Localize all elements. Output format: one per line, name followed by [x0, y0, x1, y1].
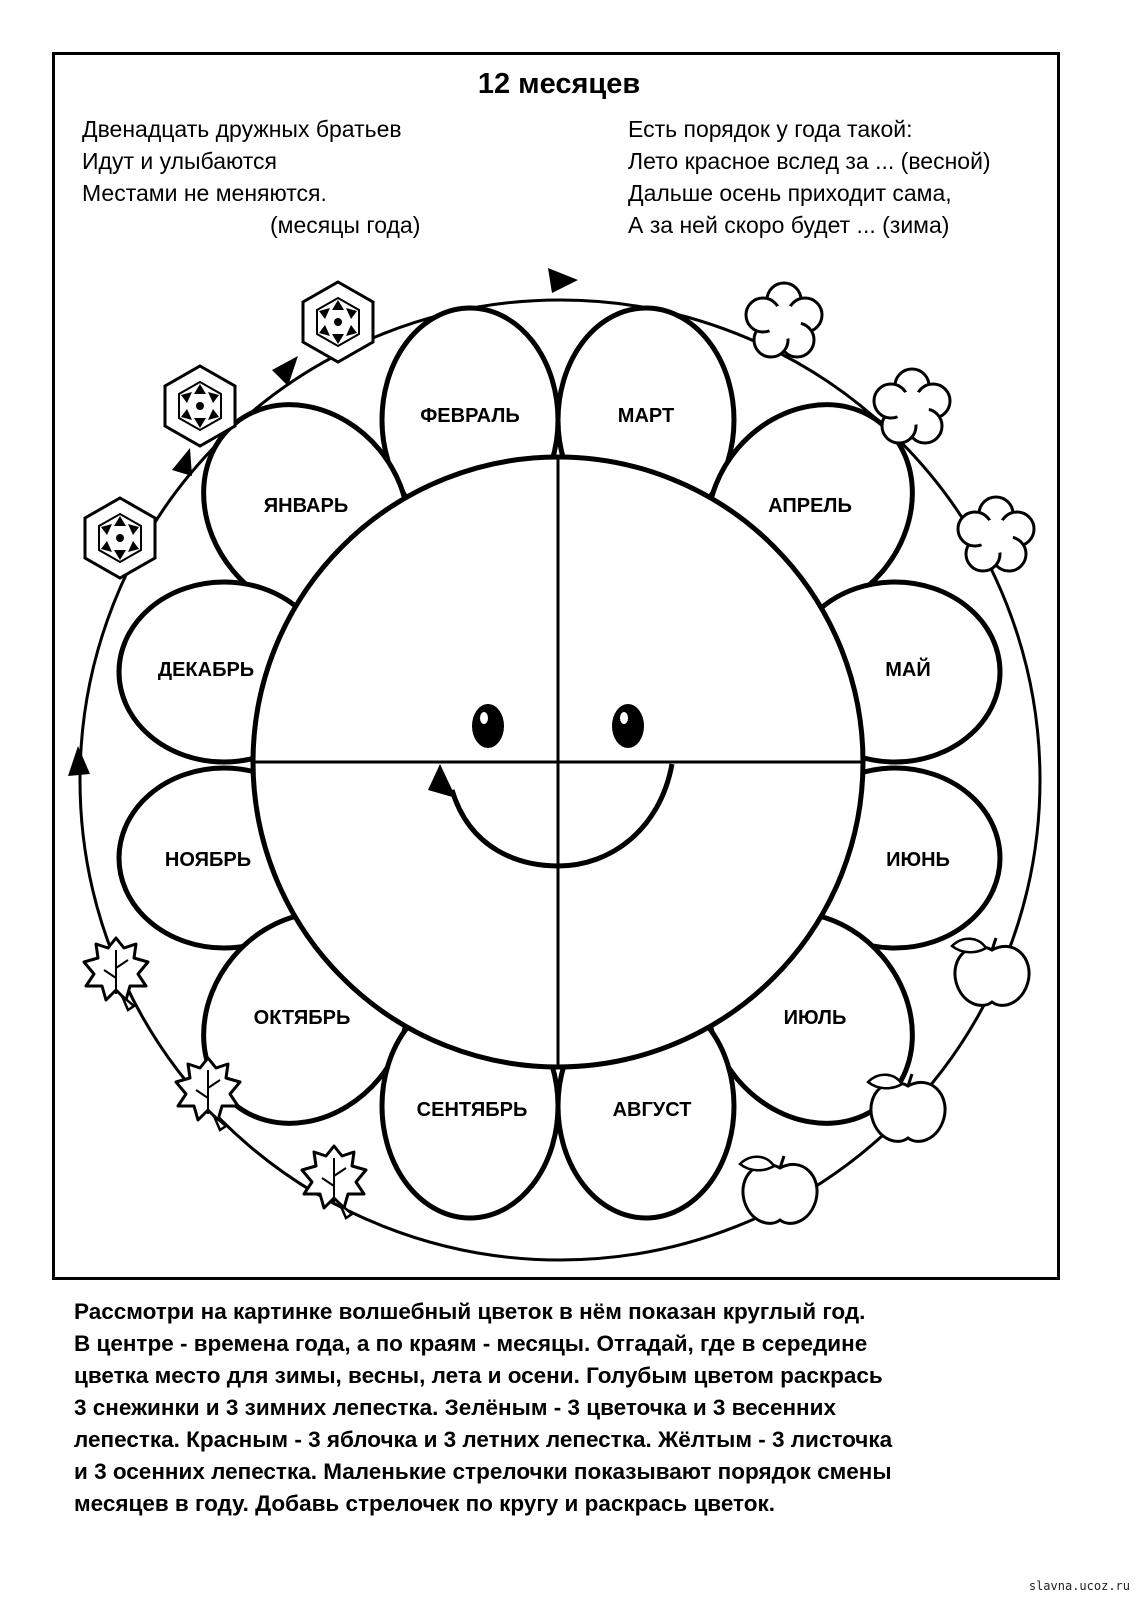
instruction-line: В центре - времена года, а по краям - ме… — [74, 1331, 868, 1356]
apple-icon[interactable] — [866, 1072, 947, 1143]
smiley-face — [428, 704, 675, 869]
riddle-left-line: Двенадцать дружных братьев — [82, 116, 402, 142]
month-label-april: АПРЕЛЬ — [768, 495, 852, 517]
snowflake-icon[interactable] — [83, 496, 157, 580]
arrow-icon — [272, 356, 298, 386]
instruction-line: и 3 осенних лепестка. Маленькие стрелочк… — [74, 1459, 892, 1484]
month-label-january: ЯНВАРЬ — [264, 495, 348, 517]
month-label-november: НОЯБРЬ — [165, 849, 251, 871]
month-label-october: ОКТЯБРЬ — [254, 1007, 351, 1029]
month-label-december: ДЕКАБРЬ — [158, 659, 254, 681]
year-ring — [78, 298, 1042, 1262]
flower-icon[interactable] — [872, 367, 952, 445]
page-title: 12 месяцев — [477, 68, 641, 100]
riddle-left: Двенадцать дружных братьев Идут и улыбаю… — [82, 113, 420, 241]
month-label-march: МАРТ — [618, 405, 674, 427]
apple-icon[interactable] — [738, 1154, 819, 1225]
picture-frame — [52, 52, 1060, 1280]
instruction-line: лепестка. Красным - 3 яблочка и 3 летних… — [74, 1427, 893, 1452]
instruction-line: месяцев в году. Добавь стрелочек по круг… — [74, 1491, 776, 1516]
apple-icon[interactable] — [950, 936, 1031, 1007]
riddle-right-line: Лето красное вслед за ... (весной) — [628, 148, 991, 174]
month-label-july: ИЮЛЬ — [784, 1007, 847, 1029]
instruction-line: Рассмотри на картинке волшебный цветок в… — [74, 1299, 866, 1324]
arrow-icon — [68, 746, 90, 776]
leaf-icon[interactable] — [300, 1144, 368, 1220]
month-label-august: АВГУСТ — [613, 1099, 692, 1121]
month-label-may: МАЙ — [885, 657, 930, 681]
arrow-icon — [172, 448, 192, 476]
instruction-line: 3 снежинки и 3 зимних лепестка. Зелёным … — [74, 1395, 836, 1420]
month-label-june: ИЮНЬ — [886, 849, 950, 871]
riddle-right-line: Есть порядок у года такой: — [628, 116, 913, 142]
flower-icon[interactable] — [744, 281, 824, 359]
instruction-line: цветка место для зимы, весны, лета и осе… — [74, 1363, 883, 1388]
riddle-right-line: А за ней скоро будет ... (зима) — [628, 212, 950, 238]
arrow-icon — [548, 268, 578, 293]
riddle-left-line: Местами не меняются. — [82, 180, 327, 206]
riddle-left-answer: (месяцы года) — [270, 212, 421, 238]
riddle-left-line: Идут и улыбаются — [82, 148, 277, 174]
watermark: slavna.ucoz.ru — [1028, 1579, 1130, 1593]
riddle-right-line: Дальше осень приходит сама, — [628, 180, 952, 206]
coloring-instructions: Рассмотри на картинке волшебный цветок в… — [74, 1296, 1074, 1520]
month-label-february: ФЕВРАЛЬ — [420, 405, 520, 427]
snowflake-icon[interactable] — [301, 280, 375, 364]
month-label-september: СЕНТЯБРЬ — [417, 1099, 528, 1121]
riddle-right: Есть порядок у года такой: Лето красное … — [628, 113, 991, 241]
flower-icon[interactable] — [956, 495, 1036, 573]
leaf-icon[interactable] — [82, 936, 150, 1012]
